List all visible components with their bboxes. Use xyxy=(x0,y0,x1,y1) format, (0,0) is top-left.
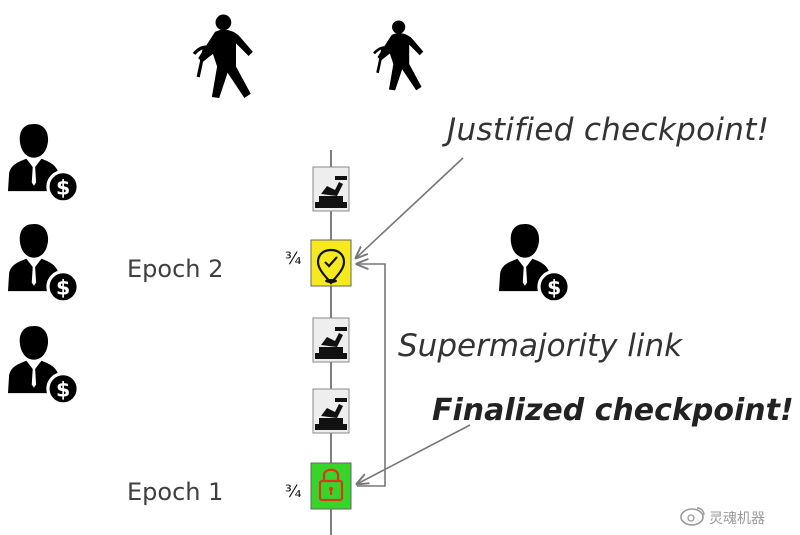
padlock-icon xyxy=(318,468,344,502)
validator-icon-4 xyxy=(497,222,571,304)
miner-icon-small xyxy=(372,19,425,92)
weibo-logo-icon xyxy=(680,507,705,526)
block-top xyxy=(312,166,350,212)
supermajority-link-label: Supermajority link xyxy=(398,328,683,364)
justified-checkpoint-callout: Justified checkpoint! xyxy=(447,112,770,148)
watermark-text: 灵魂机器 xyxy=(709,511,765,527)
validator-icon-2 xyxy=(6,222,80,304)
finalized-checkpoint-block xyxy=(310,462,352,510)
epoch-1-label: Epoch 1 xyxy=(127,478,224,506)
fraction-upper: ¾ xyxy=(285,249,302,269)
block-middle xyxy=(312,317,350,363)
miner-icon-large xyxy=(192,12,255,100)
fraction-lower: ¾ xyxy=(285,482,302,502)
validator-icon-3 xyxy=(6,324,80,406)
epoch-2-label: Epoch 2 xyxy=(127,255,224,283)
justified-checkpoint-block xyxy=(310,239,352,287)
block-lower xyxy=(312,388,350,434)
finalized-checkpoint-callout: Finalized checkpoint! xyxy=(432,393,794,428)
location-check-icon xyxy=(316,248,346,285)
supermajority-link-arrow xyxy=(357,264,386,487)
validator-icon-1 xyxy=(6,122,80,204)
justified-callout-arrow xyxy=(356,157,464,258)
finalized-callout-arrow xyxy=(357,424,471,484)
